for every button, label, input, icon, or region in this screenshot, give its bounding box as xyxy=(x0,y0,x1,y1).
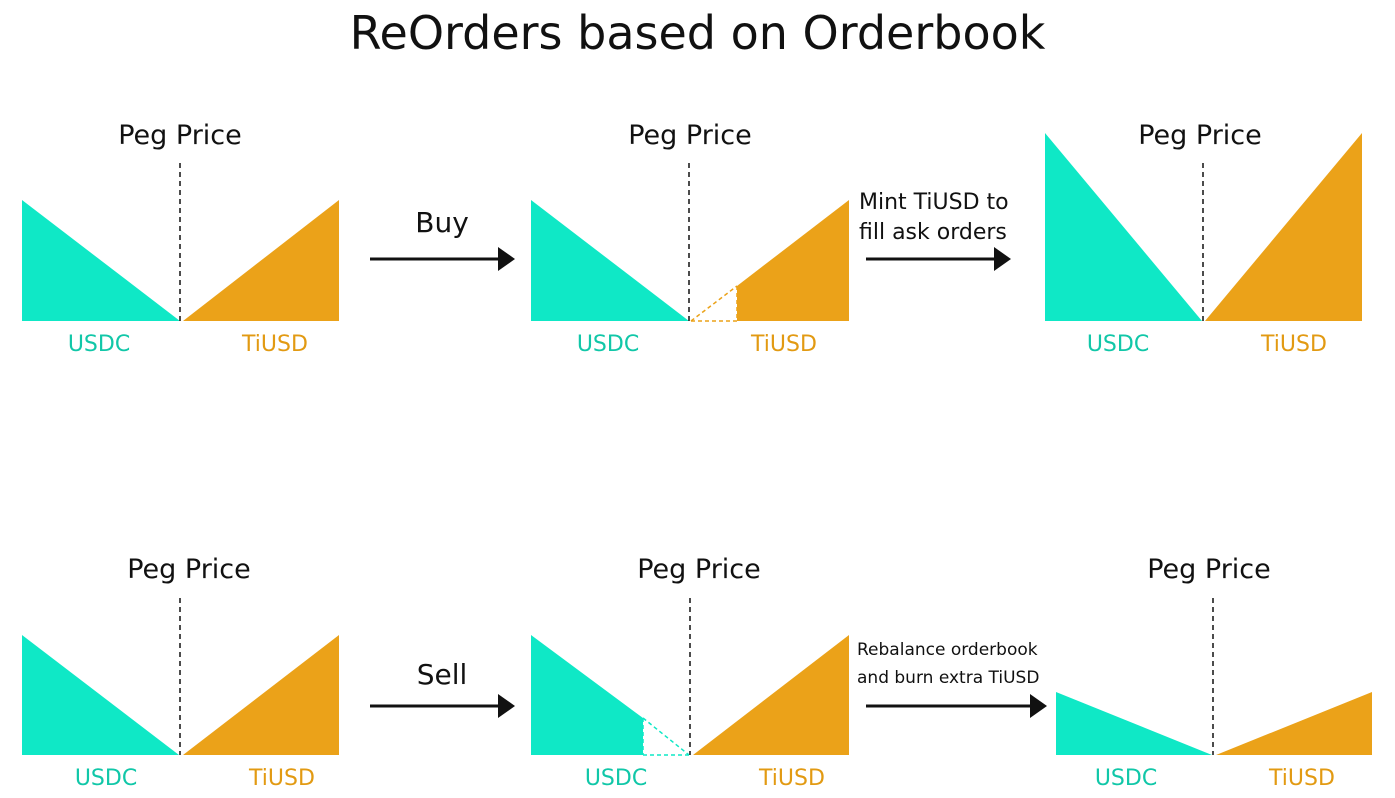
tiusd-ask-wedge xyxy=(183,200,339,321)
peg-price-label: Peg Price xyxy=(1147,554,1271,585)
usdc-label: USDC xyxy=(74,766,138,791)
usdc-bid-wedge xyxy=(22,200,180,321)
tiusd-label: TiUSD xyxy=(242,332,308,357)
tiusd-label: TiUSD xyxy=(759,766,825,791)
usdc-bid-wedge-remaining xyxy=(531,635,643,755)
sell-arrow-head xyxy=(498,694,515,718)
usdc-label: USDC xyxy=(1086,332,1150,357)
peg-price-label: Peg Price xyxy=(637,554,761,585)
usdc-label: USDC xyxy=(576,332,640,357)
peg-price-label: Peg Price xyxy=(628,120,752,151)
page-title: ReOrders based on Orderbook xyxy=(349,6,1046,60)
peg-price-label: Peg Price xyxy=(1138,120,1262,151)
rebalance-arrow-head xyxy=(1030,694,1047,718)
buy-arrow-head xyxy=(498,247,515,271)
tiusd-ask-wedge xyxy=(1216,692,1372,755)
usdc-label: USDC xyxy=(67,332,131,357)
tiusd-ask-wedge-remaining xyxy=(737,200,849,321)
tiusd-ask-wedge xyxy=(693,635,849,755)
usdc-bid-wedge xyxy=(1045,133,1202,321)
peg-price-label: Peg Price xyxy=(118,120,242,151)
tiusd-label: TiUSD xyxy=(249,766,315,791)
tiusd-ask-wedge xyxy=(183,635,339,755)
usdc-label: USDC xyxy=(1094,766,1158,791)
tiusd-label: TiUSD xyxy=(1261,332,1327,357)
rebalance-note-line: and burn extra TiUSD xyxy=(857,668,1040,688)
rebalance-note-line: Rebalance orderbook xyxy=(857,640,1038,660)
usdc-bid-wedge xyxy=(22,635,179,755)
mint-arrow-head xyxy=(994,247,1011,271)
mint-note-line: fill ask orders xyxy=(859,220,1007,245)
usdc-bid-wedge xyxy=(1056,692,1212,755)
buy-label: Buy xyxy=(415,206,469,239)
tiusd-label: TiUSD xyxy=(751,332,817,357)
filled-ask-outline xyxy=(690,285,738,322)
sell-label: Sell xyxy=(416,658,468,691)
mint-note: Mint TiUSD to fill ask orders xyxy=(859,188,1009,248)
filled-bid-outline xyxy=(642,717,690,756)
usdc-label: USDC xyxy=(584,766,648,791)
rebalance-note: Rebalance orderbook and burn extra TiUSD xyxy=(857,636,1039,692)
usdc-bid-wedge xyxy=(531,200,689,321)
peg-price-label: Peg Price xyxy=(127,554,251,585)
tiusd-ask-wedge xyxy=(1205,133,1362,321)
mint-note-line: Mint TiUSD to xyxy=(859,190,1009,215)
tiusd-label: TiUSD xyxy=(1269,766,1335,791)
